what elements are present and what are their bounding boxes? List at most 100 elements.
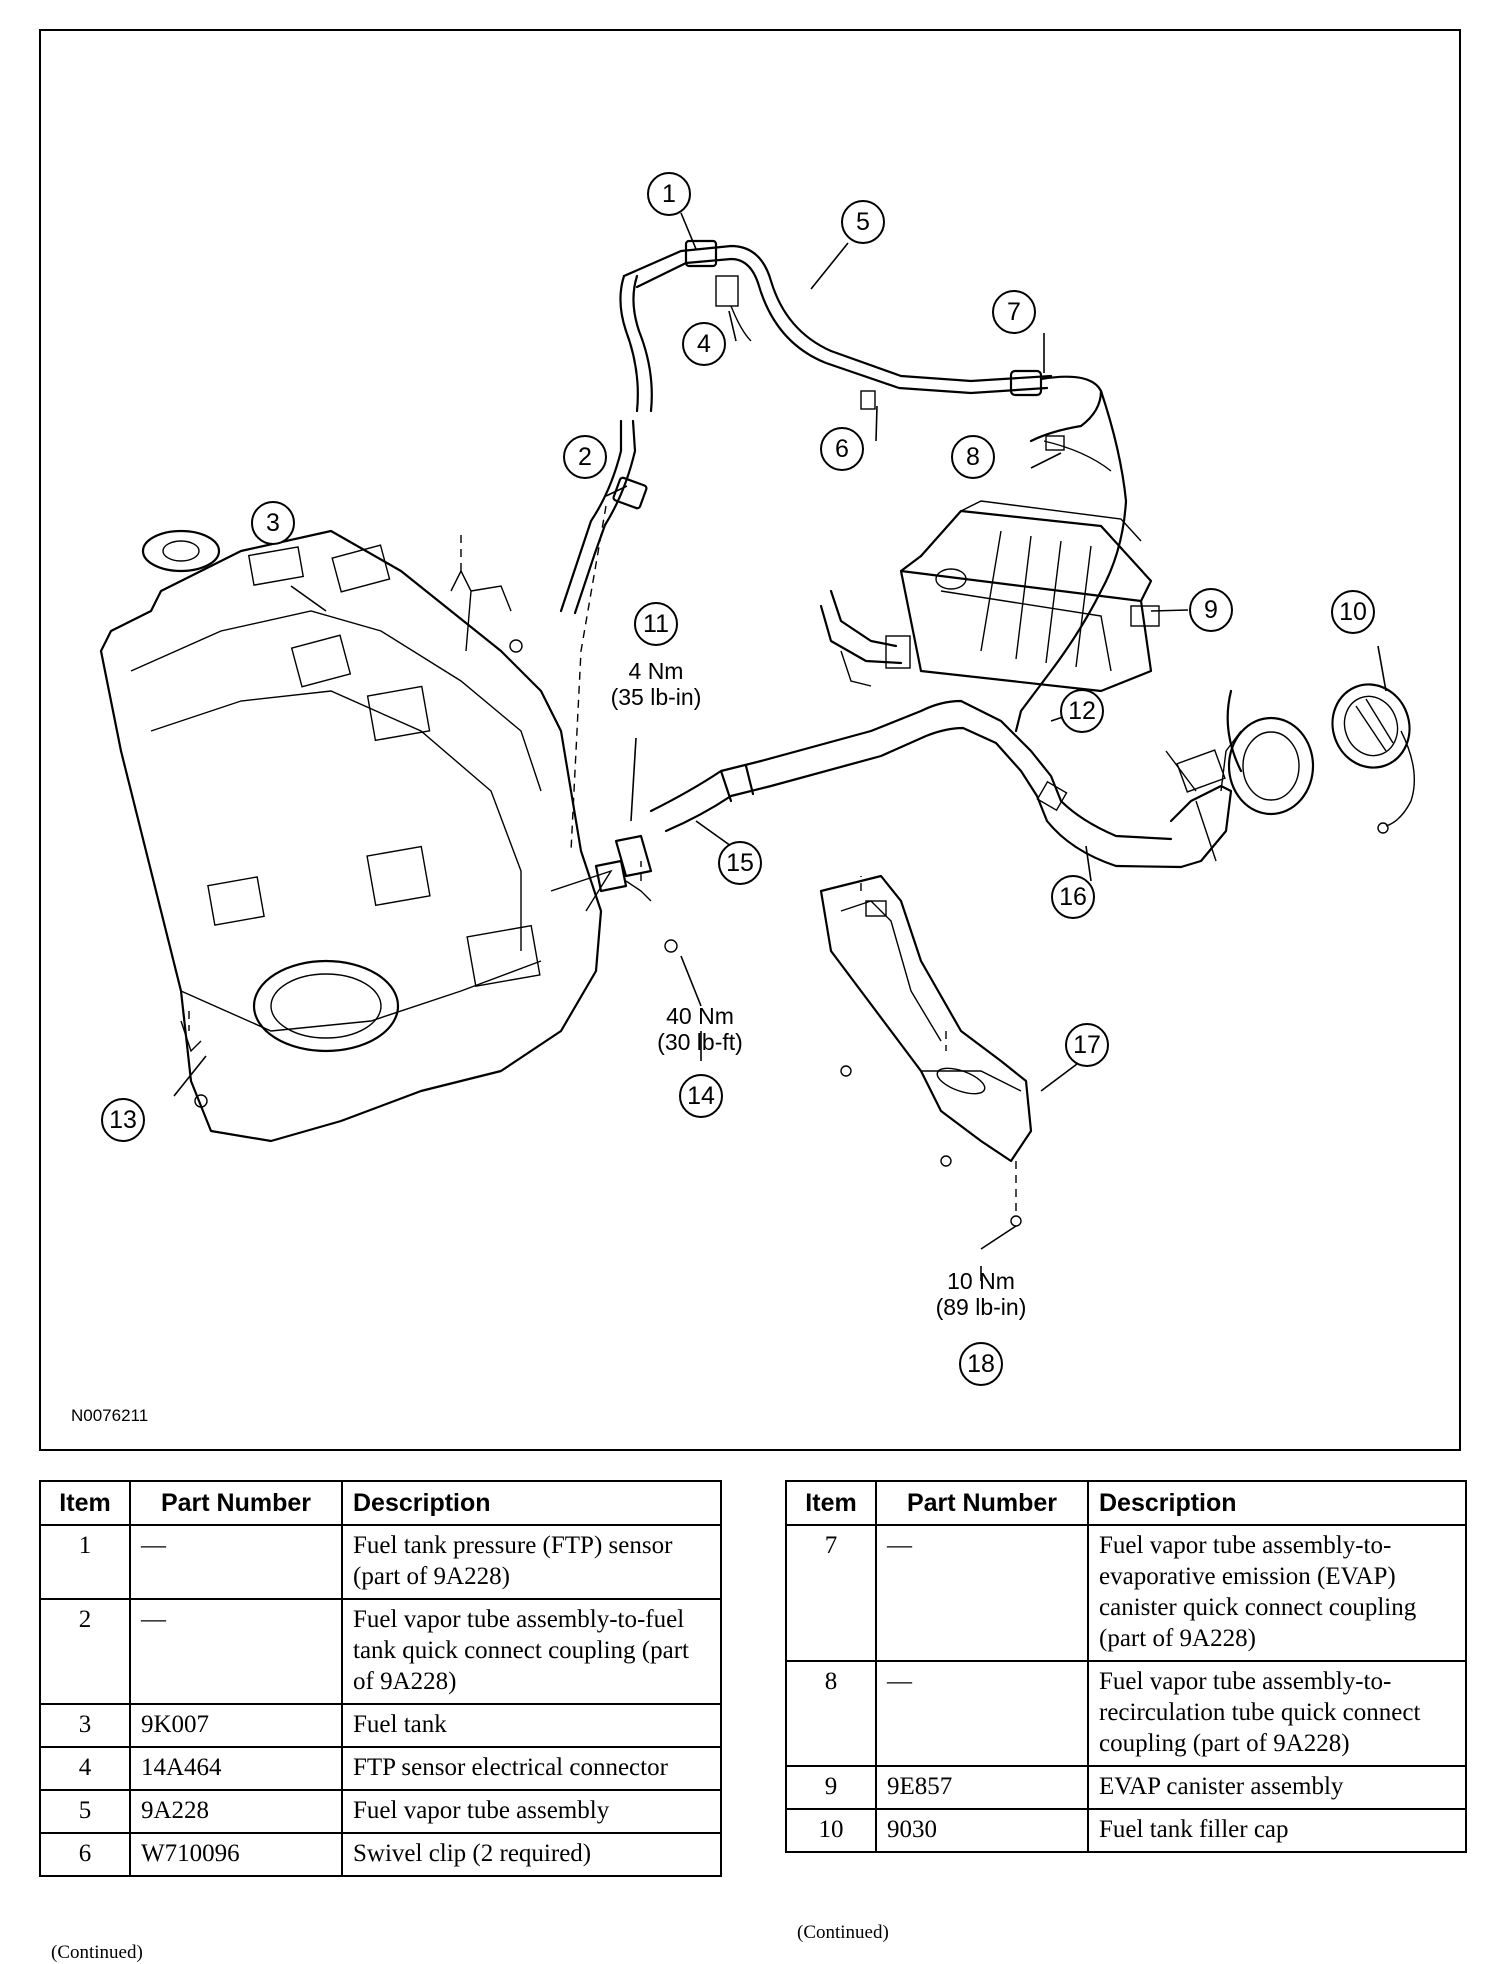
part-number-cell: 14A464 xyxy=(129,1746,343,1791)
description-cell: EVAP canister assembly xyxy=(1087,1765,1467,1810)
svg-text:40 Nm: 40 Nm xyxy=(666,1003,734,1029)
table-row: 2 — Fuel vapor tube assembly-to-fuel tan… xyxy=(39,1598,722,1705)
svg-text:14: 14 xyxy=(687,1082,715,1110)
svg-text:(30 lb-ft): (30 lb-ft) xyxy=(657,1029,743,1055)
filler-cap-drawing xyxy=(1331,683,1416,834)
item-cell: 5 xyxy=(39,1789,131,1834)
description-cell: Fuel tank pressure (FTP) sensor (part of… xyxy=(341,1524,722,1600)
table-row: 4 14A464 FTP sensor electrical connector xyxy=(39,1746,722,1791)
torque-spec-14: 40 Nm (30 lb-ft) xyxy=(657,1003,743,1055)
svg-text:5: 5 xyxy=(856,208,870,236)
description-cell: Swivel clip (2 required) xyxy=(341,1832,722,1877)
part-number-cell: W710096 xyxy=(129,1832,343,1877)
callout-15: 15 xyxy=(718,841,762,885)
svg-text:17: 17 xyxy=(1073,1031,1101,1059)
torque-spec-18: 10 Nm (89 lb-in) xyxy=(936,1268,1027,1320)
callout-16: 16 xyxy=(1051,875,1095,919)
item-cell: 10 xyxy=(785,1808,877,1853)
evap-canister-drawing xyxy=(819,500,1160,693)
part-number-cell: 9E857 xyxy=(875,1765,1089,1810)
callout-13: 13 xyxy=(101,1098,145,1142)
callout-6: 6 xyxy=(820,427,864,471)
svg-text:4: 4 xyxy=(697,330,711,358)
continued-note-left: (Continued) xyxy=(51,1942,143,1963)
item-cell: 7 xyxy=(785,1524,877,1662)
column-header-description: Description xyxy=(341,1480,722,1526)
description-cell: Fuel tank xyxy=(341,1703,722,1748)
svg-text:(89 lb-in): (89 lb-in) xyxy=(936,1294,1027,1320)
table-row: 3 9K007 Fuel tank xyxy=(39,1703,722,1748)
part-number-cell: 9K007 xyxy=(129,1703,343,1748)
callout-9: 9 xyxy=(1189,588,1233,632)
item-cell: 9 xyxy=(785,1765,877,1810)
parts-table-left: Item Part Number Description 1 — Fuel ta… xyxy=(39,1480,722,1877)
figure-id: N0076211 xyxy=(71,1406,148,1425)
column-header-item: Item xyxy=(39,1480,131,1526)
table-header-row: Item Part Number Description xyxy=(39,1480,722,1526)
fuel-tank-drawing xyxy=(99,529,678,1143)
callout-3: 3 xyxy=(251,501,295,545)
svg-text:18: 18 xyxy=(967,1350,995,1378)
item-cell: 4 xyxy=(39,1746,131,1791)
callout-4: 4 xyxy=(682,322,726,366)
part-number-cell: — xyxy=(875,1524,1089,1662)
callout-7: 7 xyxy=(992,290,1036,334)
callout-12: 12 xyxy=(1060,689,1104,733)
vapor-tube-drawing xyxy=(559,239,1128,852)
table-row: 8 — Fuel vapor tube assembly-to-recircul… xyxy=(785,1660,1467,1767)
callout-5: 5 xyxy=(841,200,885,244)
filler-pipe-drawing xyxy=(550,689,1315,912)
callout-10: 10 xyxy=(1331,590,1375,634)
column-header-item: Item xyxy=(785,1480,877,1526)
svg-text:3: 3 xyxy=(266,509,280,537)
svg-text:7: 7 xyxy=(1007,298,1021,326)
svg-text:9: 9 xyxy=(1204,596,1218,624)
description-cell: Fuel vapor tube assembly xyxy=(341,1789,722,1834)
fuel-system-diagram: 1 2 3 4 5 6 7 8 9 10 11 12 13 14 15 16 1… xyxy=(71,172,1416,1425)
part-number-cell: — xyxy=(875,1660,1089,1767)
table-row: 6 W710096 Swivel clip (2 required) xyxy=(39,1832,722,1877)
item-cell: 8 xyxy=(785,1660,877,1767)
svg-text:2: 2 xyxy=(578,443,592,471)
column-header-part-number: Part Number xyxy=(875,1480,1089,1526)
svg-text:(35 lb-in): (35 lb-in) xyxy=(611,684,702,710)
part-number-cell: 9A228 xyxy=(129,1789,343,1834)
svg-text:4 Nm: 4 Nm xyxy=(629,658,684,684)
exploded-view-figure: 1 2 3 4 5 6 7 8 9 10 11 12 13 14 15 16 1… xyxy=(39,29,1461,1451)
callout-14: 14 xyxy=(679,1074,723,1118)
table-row: 10 9030 Fuel tank filler cap xyxy=(785,1808,1467,1853)
svg-text:10: 10 xyxy=(1339,598,1367,626)
table-row: 5 9A228 Fuel vapor tube assembly xyxy=(39,1789,722,1834)
svg-text:16: 16 xyxy=(1059,883,1087,911)
svg-text:1: 1 xyxy=(662,180,676,208)
table-row: 7 — Fuel vapor tube assembly-to-evaporat… xyxy=(785,1524,1467,1662)
svg-text:8: 8 xyxy=(966,443,980,471)
svg-text:12: 12 xyxy=(1068,697,1096,725)
item-cell: 3 xyxy=(39,1703,131,1748)
column-header-description: Description xyxy=(1087,1480,1467,1526)
callout-17: 17 xyxy=(1065,1023,1109,1067)
part-number-cell: 9030 xyxy=(875,1808,1089,1853)
table-header-row: Item Part Number Description xyxy=(785,1480,1467,1526)
leader-lines xyxy=(173,212,1387,1281)
callout-1: 1 xyxy=(647,172,691,216)
table-row: 1 — Fuel tank pressure (FTP) sensor (par… xyxy=(39,1524,722,1600)
callout-18: 18 xyxy=(959,1342,1003,1386)
svg-text:10 Nm: 10 Nm xyxy=(947,1268,1015,1294)
column-header-part-number: Part Number xyxy=(129,1480,343,1526)
description-cell: Fuel vapor tube assembly-to-recirculatio… xyxy=(1087,1660,1467,1767)
description-cell: Fuel vapor tube assembly-to-evaporative … xyxy=(1087,1524,1467,1662)
parts-table-right: Item Part Number Description 7 — Fuel va… xyxy=(785,1480,1467,1853)
svg-text:13: 13 xyxy=(109,1106,137,1134)
callout-8: 8 xyxy=(951,435,995,479)
part-number-cell: — xyxy=(129,1524,343,1600)
item-cell: 6 xyxy=(39,1832,131,1877)
description-cell: Fuel tank filler cap xyxy=(1087,1808,1467,1853)
description-cell: FTP sensor electrical connector xyxy=(341,1746,722,1791)
table-row: 9 9E857 EVAP canister assembly xyxy=(785,1765,1467,1810)
callout-2: 2 xyxy=(563,435,607,479)
torque-spec-11: 4 Nm (35 lb-in) xyxy=(611,658,702,710)
svg-text:15: 15 xyxy=(726,849,754,877)
item-cell: 2 xyxy=(39,1598,131,1705)
continued-note-right: (Continued) xyxy=(797,1922,889,1943)
